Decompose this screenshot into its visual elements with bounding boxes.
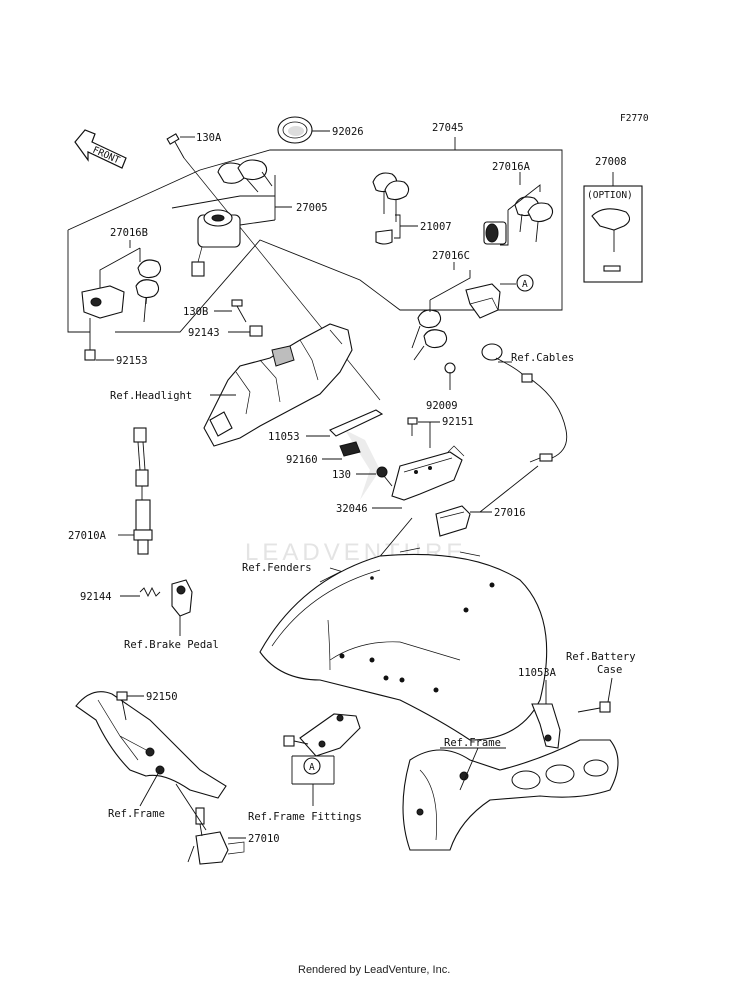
bracket-27016C [465,283,501,319]
label-130: 130 [332,469,351,481]
footer-credit: Rendered by LeadVenture, Inc. [298,964,450,976]
front-label: FRONT [91,145,122,167]
label-27005: 27005 [296,202,328,214]
bolt-130B [231,299,247,323]
label-92009: 92009 [426,400,458,412]
lock-27016A [483,221,507,245]
screw-92151 [407,417,418,436]
ref-A-marker-2: A [303,757,321,775]
label-92144: 92144 [80,591,112,603]
front-arrow-icon: FRONT [74,129,127,169]
keys-27005 [217,159,273,193]
label-27010A: 27010A [68,530,107,542]
label-92151: 92151 [442,416,474,428]
label-ref-headlight: Ref.Headlight [110,390,192,402]
rear-fender [259,547,548,741]
label-21007: 21007 [420,221,452,233]
label-27016A: 27016A [492,161,531,173]
screw-92009 [444,362,456,390]
label-32046: 32046 [336,503,368,515]
ref-A-1: A [522,279,528,290]
label-92153: 92153 [116,355,148,367]
label-27008: 27008 [595,156,627,168]
option-box-27008: 27008 (OPTION) [583,156,643,283]
ignition-switch-27005 [191,209,241,277]
keys-27016B [135,259,162,323]
headlight-bracket [203,323,353,447]
label-ref-battery-2: Case [597,664,622,676]
figure-id: F2770 [620,113,649,124]
frame-left [75,691,227,799]
bracket-32046 [391,445,465,501]
collar-92143 [249,325,263,337]
ring-92026 [277,116,313,144]
label-27016B: 27016B [110,227,148,239]
bolt-battery-case [577,701,611,713]
switch-27010 [187,807,245,865]
label-27045: 27045 [432,122,464,134]
label-ref-frame-fittings: Ref.Frame Fittings [248,811,362,823]
label-ref-frame-2: Ref.Frame [444,737,501,749]
label-27010: 27010 [248,833,280,845]
label-ref-brake-pedal: Ref.Brake Pedal [124,639,219,651]
label-ref-battery-1: Ref.Battery [566,651,636,663]
brake-pedal-arm [171,579,193,617]
kit-27045-bracket [67,137,563,333]
label-ref-frame-1: Ref.Frame [108,808,165,820]
label-130B: 130B [183,306,208,318]
pad-92160 [339,441,361,457]
ref-A-2: A [309,762,315,773]
frame-right [402,739,619,851]
keys-27016A [514,196,554,243]
keys-21007 [372,172,410,222]
cable [481,343,568,463]
keys-27016C [411,309,448,361]
cap-21007 [375,229,393,245]
bolt-130A [166,133,185,159]
label-92026: 92026 [332,126,364,138]
bracket-11053A [531,703,561,749]
label-27016C: 27016C [432,250,470,262]
label-ref-cables: Ref.Cables [511,352,574,364]
switch-27010A [133,427,153,555]
label-92150: 92150 [146,691,178,703]
watermark-logo [345,430,380,500]
label-92160: 92160 [286,454,318,466]
option-label: (OPTION) [587,190,633,201]
ref-A-marker-1: A [500,274,534,292]
label-92143: 92143 [188,327,220,339]
label-130A: 130A [196,132,222,144]
lock-27016 [435,505,471,537]
spring-92144 [139,586,161,598]
label-ref-fenders: Ref.Fenders [242,562,312,574]
lock-27016B [81,285,125,319]
plate-11053 [329,409,384,437]
label-11053: 11053 [268,431,300,443]
label-27016: 27016 [494,507,526,519]
label-11053A: 11053A [518,667,557,679]
bolt-130 [376,466,393,487]
bolt-92153 [84,318,96,361]
frame-fittings-bracket [283,713,361,757]
